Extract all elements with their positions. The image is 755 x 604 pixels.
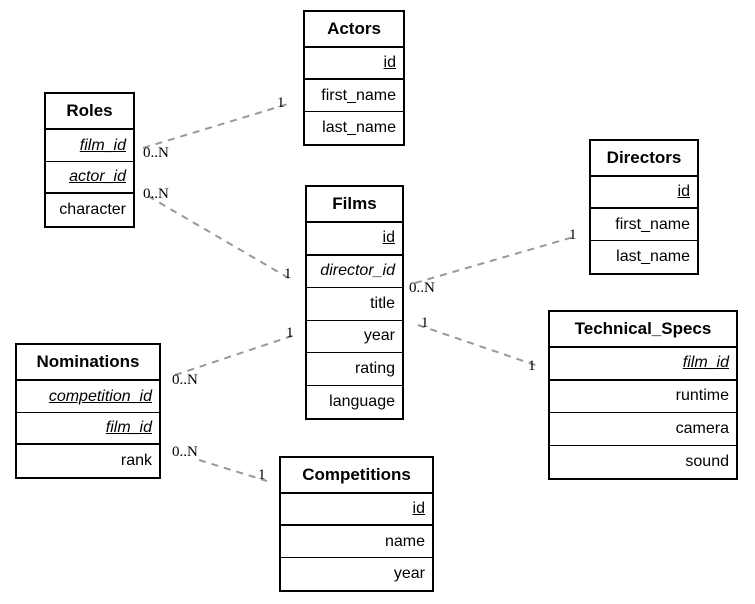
attribute-films-year[interactable]: year	[307, 321, 402, 353]
attribute-films-director_id[interactable]: director_id	[307, 256, 402, 288]
entity-competitions[interactable]: Competitions id name year	[279, 456, 434, 592]
attribute-competitions-name[interactable]: name	[281, 526, 432, 558]
attribute-technical_specs-film_id[interactable]: film_id	[550, 348, 736, 381]
attribute-label: first_name	[321, 86, 396, 104]
entity-title-technical_specs: Technical_Specs	[550, 312, 736, 348]
attribute-directors-id[interactable]: id	[591, 177, 697, 209]
attribute-label: film_id	[682, 354, 729, 372]
relationship-line-roles-actors	[142, 103, 289, 149]
cardinality-nominations-films-from: 0..N	[172, 372, 198, 388]
attribute-label: year	[393, 565, 425, 582]
attribute-directors-first_name[interactable]: first_name	[591, 209, 697, 241]
attribute-films-language[interactable]: language	[307, 386, 402, 419]
attribute-label: film_id	[79, 136, 126, 154]
attribute-label: last_name	[322, 119, 396, 136]
entity-title-nominations: Nominations	[17, 345, 159, 381]
cardinality-roles-actors-to: 1	[277, 95, 285, 111]
attribute-label: competition_id	[48, 387, 152, 405]
entity-title-actors: Actors	[305, 12, 403, 48]
attribute-label: id	[382, 229, 395, 247]
entity-title-films: Films	[307, 187, 402, 223]
attribute-nominations-rank[interactable]: rank	[17, 445, 159, 477]
attribute-films-title[interactable]: title	[307, 288, 402, 321]
attribute-roles-character[interactable]: character	[46, 194, 133, 226]
relationship-line-nominations-competitions	[198, 459, 268, 482]
cardinality-nominations-competitions-to: 1	[258, 467, 266, 483]
cardinality-roles-films-from: 0..N	[143, 186, 169, 202]
cardinality-films-directors-from: 0..N	[409, 280, 435, 296]
attribute-label: language	[329, 392, 395, 410]
relationship-line-films-technical_specs	[417, 324, 539, 367]
attribute-label: id	[677, 183, 690, 200]
attribute-nominations-film_id[interactable]: film_id	[17, 413, 159, 445]
attribute-technical_specs-camera[interactable]: camera	[550, 413, 736, 446]
attribute-label: rank	[120, 452, 152, 469]
entity-title-directors: Directors	[591, 141, 697, 177]
entity-title-competitions: Competitions	[281, 458, 432, 494]
relationship-line-roles-films	[147, 195, 293, 281]
attribute-label: name	[384, 532, 425, 550]
relationship-line-nominations-films	[174, 334, 296, 376]
entity-directors[interactable]: Directors id first_name last_name	[589, 139, 699, 275]
attribute-label: year	[363, 327, 395, 345]
attribute-actors-id[interactable]: id	[305, 48, 403, 80]
attribute-label: last_name	[616, 248, 690, 265]
attribute-label: director_id	[320, 262, 395, 280]
attribute-label: actor_id	[69, 168, 126, 185]
attribute-films-rating[interactable]: rating	[307, 353, 402, 386]
attribute-label: rating	[354, 359, 395, 377]
attribute-technical_specs-sound[interactable]: sound	[550, 446, 736, 479]
attribute-roles-actor_id[interactable]: actor_id	[46, 162, 133, 194]
attribute-label: camera	[675, 419, 729, 437]
attribute-label: id	[383, 54, 396, 71]
attribute-label: id	[412, 500, 425, 517]
entity-actors[interactable]: Actors id first_name last_name	[303, 10, 405, 146]
cardinality-nominations-competitions-from: 0..N	[172, 444, 198, 460]
cardinality-films-technical_specs-from: 1	[421, 315, 429, 331]
attribute-actors-last_name[interactable]: last_name	[305, 112, 403, 144]
cardinality-roles-actors-from: 0..N	[143, 145, 169, 161]
attribute-label: runtime	[675, 387, 729, 405]
entity-roles[interactable]: Roles film_id actor_id character	[44, 92, 135, 228]
attribute-label: title	[370, 294, 395, 312]
attribute-label: sound	[685, 452, 729, 470]
attribute-label: character	[59, 201, 126, 218]
attribute-roles-film_id[interactable]: film_id	[46, 130, 133, 162]
attribute-competitions-id[interactable]: id	[281, 494, 432, 526]
attribute-competitions-year[interactable]: year	[281, 558, 432, 590]
attribute-directors-last_name[interactable]: last_name	[591, 241, 697, 273]
attribute-actors-first_name[interactable]: first_name	[305, 80, 403, 112]
entity-title-roles: Roles	[46, 94, 133, 130]
relationship-line-films-directors	[414, 235, 578, 284]
cardinality-roles-films-to: 1	[284, 266, 292, 282]
cardinality-films-directors-to: 1	[569, 227, 577, 243]
cardinality-nominations-films-to: 1	[286, 325, 294, 341]
attribute-label: film_id	[105, 419, 152, 436]
cardinality-films-technical_specs-to: 1	[528, 358, 536, 374]
attribute-nominations-competition_id[interactable]: competition_id	[17, 381, 159, 413]
attribute-label: first_name	[615, 215, 690, 233]
attribute-technical_specs-runtime[interactable]: runtime	[550, 381, 736, 413]
attribute-films-id[interactable]: id	[307, 223, 402, 256]
